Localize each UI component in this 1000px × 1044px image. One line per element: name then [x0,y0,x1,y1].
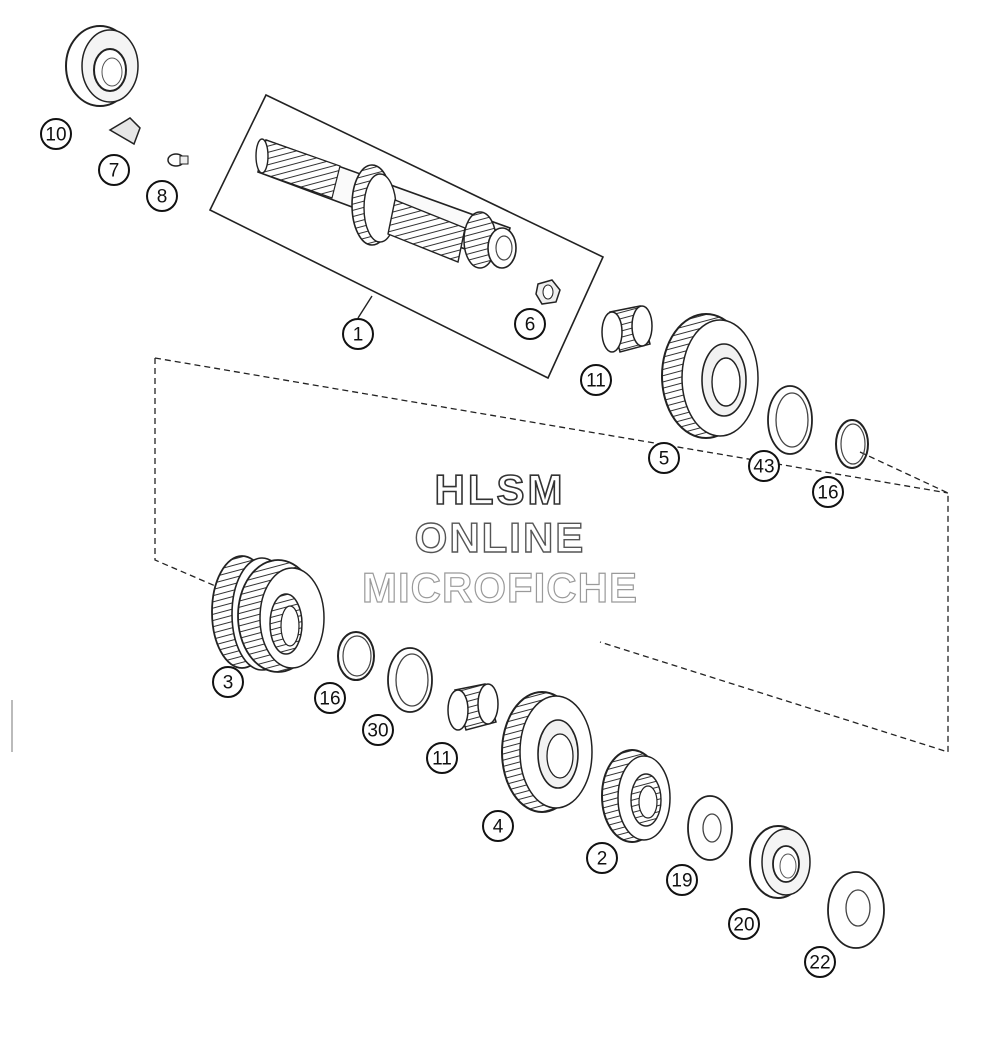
callout-label: 6 [525,315,536,336]
circlip-part-16-lower [337,631,375,681]
nut-part-6 [535,279,561,305]
callout-circle [146,180,178,212]
callout-c22: 22 [804,946,836,978]
callout-c11a: 11 [580,364,612,396]
callout-circle [342,318,374,350]
callout-c19: 19 [666,864,698,896]
callout-c8: 8 [146,180,178,212]
callout-circle [804,946,836,978]
callout-label: 11 [586,371,606,392]
ball-bearing-part-20 [749,825,811,899]
shaft-assembly-frame [208,93,605,380]
screw-part-8 [167,153,189,167]
callout-c7: 7 [98,154,130,186]
assembly-dashed-line-top [154,357,949,494]
callout-c5: 5 [648,442,680,474]
callout-circle [648,442,680,474]
needle-bearing-part-11-upper [601,305,653,353]
callout-label: 8 [157,187,168,208]
callout-circle [748,450,780,482]
callout-c6: 6 [514,308,546,340]
callout-circle [212,666,244,698]
callout-c3: 3 [212,666,244,698]
callout-label: 7 [109,161,120,182]
callout-circle [514,308,546,340]
callout-circle [98,154,130,186]
washer-part-43 [767,385,813,455]
callout-label: 16 [817,483,838,504]
assembly-dashed-line-right [599,451,949,753]
callout-c4: 4 [482,810,514,842]
callout-label: 22 [809,953,830,974]
leader-line-1 [357,295,373,319]
callout-circle [728,908,760,940]
callout-circle [426,742,458,774]
callout-circle [314,682,346,714]
shim-part-22 [827,871,885,949]
callout-circle [40,118,72,150]
callout-circle [482,810,514,842]
main-shaft-part-1 [255,138,517,269]
callout-c30: 30 [362,714,394,746]
gear-part-5 [661,313,759,439]
gear-part-4 [501,691,593,813]
callout-label: 5 [659,449,670,470]
callout-circle [586,842,618,874]
callout-layer: 1 2 3 4 5 6 7 8 10 11 11 16 16 19 20 22 30 43 [40,118,844,978]
double-gear-part-3 [211,555,325,673]
callout-circle [666,864,698,896]
callout-label: 4 [493,817,504,838]
callout-c2: 2 [586,842,618,874]
callout-c10: 10 [40,118,72,150]
callout-label: 1 [353,325,364,346]
washer-part-19 [687,795,733,861]
assembly-dashed-line [154,358,221,589]
callout-label: 19 [671,871,692,892]
callout-label: 3 [223,673,234,694]
callout-label: 16 [319,689,340,710]
callout-c16a: 16 [812,476,844,508]
callout-label: 2 [597,849,608,870]
washer-part-30 [387,647,433,713]
callout-label: 11 [432,749,452,770]
needle-bearing-part-11-lower [447,683,499,731]
callout-circle [362,714,394,746]
callout-c1: 1 [342,318,374,350]
lock-plate-part-7 [108,117,141,146]
callout-circle [812,476,844,508]
callout-c43: 43 [748,450,780,482]
callout-label: 20 [733,915,754,936]
ball-bearing-part-10 [65,25,139,107]
callout-label: 10 [45,125,66,146]
callout-c20: 20 [728,908,760,940]
callout-label: 30 [367,721,388,742]
callout-circle [580,364,612,396]
callout-label: 43 [753,457,774,478]
callout-c16b: 16 [314,682,346,714]
callout-c11b: 11 [426,742,458,774]
circlip-part-16-upper [835,419,869,469]
gear-part-2 [601,749,671,843]
